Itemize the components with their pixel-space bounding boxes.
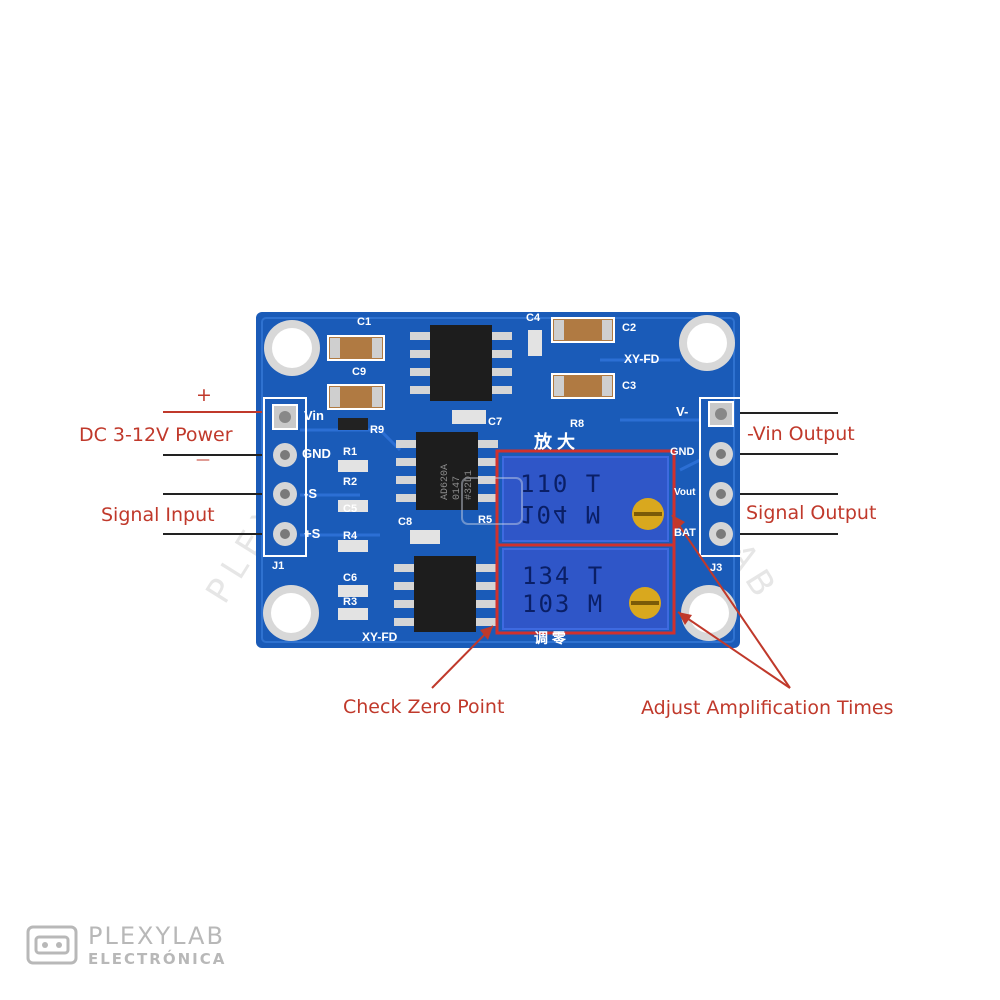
chip-marking: AD620A 0147 #32D1 xyxy=(440,464,476,500)
label-r1: R1 xyxy=(343,446,358,458)
pot-top-line-2: 104 M xyxy=(520,500,603,528)
pot-top-line-1: 110 T xyxy=(520,470,603,498)
mounting-hole-tl xyxy=(264,320,320,376)
label-c1: C1 xyxy=(357,316,372,328)
callout-minus: — xyxy=(196,452,210,468)
pin-bat: BAT xyxy=(674,527,696,539)
chip-line-3: #32D1 xyxy=(464,469,475,500)
callout-power: DC 3-12V Power xyxy=(79,424,233,446)
label-chinese-bottom: 调 零 xyxy=(534,630,566,646)
label-c2: C2 xyxy=(622,322,637,334)
label-r5: R5 xyxy=(478,514,493,526)
callout-check-zero: Check Zero Point xyxy=(343,696,505,718)
label-r9: R9 xyxy=(370,424,385,436)
callout-signal-input: Signal Input xyxy=(101,504,215,526)
label-chinese-top: 放 大 xyxy=(534,432,576,452)
brand-name: PLEXYLAB xyxy=(88,922,225,950)
pot-bottom-line-2: 103 M xyxy=(522,590,605,618)
brand-robot-icon xyxy=(26,925,78,965)
callout-signal-output: Signal Output xyxy=(746,502,877,524)
label-c5: C5 xyxy=(343,503,358,515)
label-c8: C8 xyxy=(398,516,413,528)
pin-v-minus: V- xyxy=(676,404,689,419)
pot-bottom-line-1: 134 T xyxy=(522,562,605,590)
chip-line-2: 0147 xyxy=(452,475,463,500)
callout-adjust-amp: Adjust Amplification Times xyxy=(641,697,894,719)
label-c4: C4 xyxy=(526,312,541,324)
chip-line-1: AD620A xyxy=(440,463,451,500)
pin-plus-s: +S xyxy=(304,526,321,541)
label-r3: R3 xyxy=(343,596,358,608)
brand-subtitle: ELECTRÓNICA xyxy=(88,950,227,968)
label-c7: C7 xyxy=(488,416,503,428)
label-c6: C6 xyxy=(343,572,358,584)
pin-gnd-left: GND xyxy=(302,446,331,461)
label-r2: R2 xyxy=(343,476,358,488)
label-c9: C9 xyxy=(352,366,367,378)
label-j3: J3 xyxy=(710,562,723,574)
label-model-bottom: XY-FD xyxy=(362,630,398,644)
label-r4: R4 xyxy=(343,530,358,542)
callout-vin-output: -Vin Output xyxy=(747,423,855,445)
pin-gnd-right: GND xyxy=(670,446,695,458)
pin-minus-s: -S xyxy=(304,486,317,501)
pin-vin: Vin xyxy=(304,408,324,423)
label-j1: J1 xyxy=(272,560,285,572)
label-model-top: XY-FD xyxy=(624,352,660,366)
callout-plus: + xyxy=(196,384,212,406)
label-c3: C3 xyxy=(622,380,637,392)
label-r8: R8 xyxy=(570,418,585,430)
brand-logo: PLEXYLAB ELECTRÓNICA xyxy=(24,922,226,968)
pin-vout: Vout xyxy=(674,487,696,498)
